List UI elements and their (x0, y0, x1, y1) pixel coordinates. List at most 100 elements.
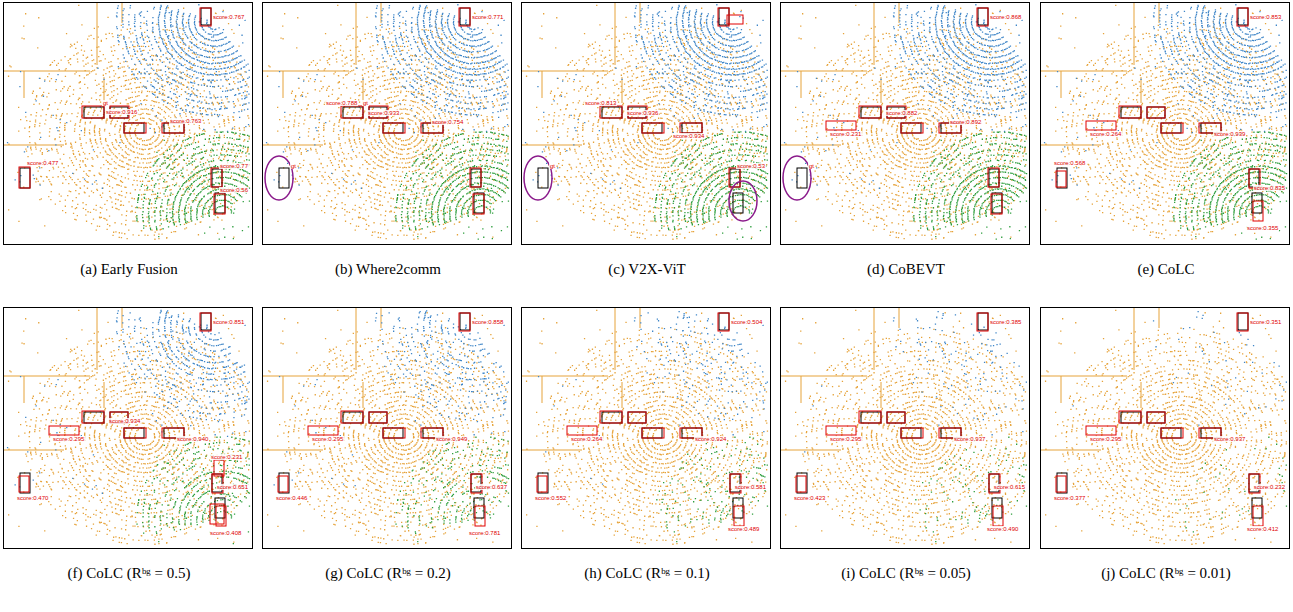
pred-box (600, 106, 622, 118)
pred-box (200, 8, 211, 26)
gt-box (201, 313, 211, 330)
pred-box (988, 168, 999, 187)
score-label: score:0.882 (885, 110, 918, 116)
pred-box (901, 123, 923, 133)
cav-points (136, 436, 250, 544)
score-label: gt (808, 163, 815, 169)
score-label: score:0.851 (212, 319, 245, 325)
pred-box (162, 123, 184, 133)
pred-box (1253, 201, 1263, 221)
building-outline (781, 3, 899, 145)
score-label: score:0.264 (1089, 131, 1122, 137)
cav-points (538, 311, 768, 485)
score-label: score:0.637 (475, 484, 508, 490)
result-panel: (i) CoLC (Rᵇᵍ = 0.05)score:0.385score:0.… (780, 307, 1030, 549)
score-label: score:0.937 (953, 436, 986, 442)
gt-box (20, 168, 30, 188)
score-label: score:0.858 (471, 319, 504, 325)
pred-box (383, 123, 405, 133)
gt-box (901, 428, 921, 438)
score-label: score:0.936 (626, 110, 659, 116)
gt-box (279, 168, 289, 188)
score-label: score:0.504 (730, 319, 763, 325)
score-label: score:0.351 (1249, 319, 1282, 325)
score-label: score:0.552 (534, 495, 567, 501)
pred-box (826, 121, 856, 130)
cav-points (656, 437, 768, 543)
gt-box (383, 123, 403, 133)
panel-caption: (g) CoLC (Rᵇᵍ = 0.2) (243, 564, 533, 582)
cav-points (136, 131, 250, 240)
score-label: score:0.295 (829, 436, 862, 442)
pred-box (826, 426, 856, 435)
pred-box (459, 8, 470, 26)
score-label: score:0.295 (311, 436, 344, 442)
panel-caption: (j) CoLC (Rᵇᵍ = 0.01) (1021, 564, 1293, 582)
cav-points (395, 131, 509, 240)
point-cloud (4, 3, 252, 244)
pred-box (1086, 426, 1116, 435)
score-label: score:0.232 (1253, 484, 1286, 490)
gt-box (279, 473, 289, 493)
score-label: score:0.949 (435, 436, 468, 442)
building-outline (1041, 308, 1159, 450)
gt-box (124, 428, 144, 438)
ego-points (267, 310, 509, 545)
gt-box (1161, 428, 1181, 438)
score-label: score:0.581 (734, 484, 767, 490)
score-label: score:0.651 (216, 484, 249, 490)
ego-points (785, 5, 1027, 240)
score-label: score:0.385 (989, 319, 1022, 325)
pred-box (567, 426, 597, 435)
miss-marker (783, 156, 811, 200)
gt-box (642, 428, 662, 438)
gt-box (84, 107, 104, 118)
cav-points (654, 131, 768, 240)
gt-box (343, 107, 363, 118)
result-panel: (b) Where2commscore:0.788gtscore:0.933sc… (262, 2, 512, 245)
score-label: score:0.77 (219, 163, 249, 169)
result-panel: (d) CoBEVTscore:0.231score:0.882score:0.… (780, 2, 1030, 245)
score-label: gt (362, 100, 369, 106)
score-label: gt (549, 163, 556, 169)
score-label: score:0.934 (672, 133, 705, 139)
gt-box (797, 473, 807, 493)
pred-box (1056, 171, 1066, 187)
pred-box (124, 123, 146, 133)
cav-points (913, 131, 1027, 240)
panel-caption: (f) CoLC (Rᵇᵍ = 0.5) (0, 564, 274, 582)
score-label: score:0.56 (219, 187, 249, 193)
result-panel: (h) CoLC (Rᵇᵍ = 0.1)score:0.504score:0.2… (521, 307, 771, 549)
score-label: score:0.412 (1246, 526, 1279, 532)
cav-points (1173, 131, 1287, 240)
score-label: score:0.408 (209, 530, 242, 536)
pred-box (124, 428, 146, 438)
score-label: score:0.446 (275, 495, 308, 501)
pred-box (859, 106, 881, 118)
point-cloud (263, 308, 511, 548)
pred-box (734, 506, 744, 526)
result-panel: (j) CoLC (Rᵇᵍ = 0.01)score:0.351score:0.… (1040, 307, 1290, 549)
cav-points (915, 437, 1027, 543)
pred-box (19, 476, 29, 492)
pred-box (1147, 107, 1165, 118)
score-label: score:0.892 (949, 119, 982, 125)
score-label: score:0.489 (727, 526, 760, 532)
pred-box (383, 428, 405, 438)
score-label: score:0.470 (16, 495, 49, 501)
gt-box (124, 123, 144, 133)
panel-caption: (b) Where2comm (243, 260, 533, 278)
point-cloud (1041, 308, 1289, 548)
pred-box (475, 506, 485, 526)
pred-box (210, 504, 224, 524)
gt-box (602, 107, 622, 118)
pred-box (901, 428, 923, 438)
score-label: score:0.490 (986, 526, 1019, 532)
gt-box (201, 8, 211, 25)
score-label: score:0.763 (169, 118, 202, 124)
score-label: score:0.295 (1089, 436, 1122, 442)
pred-box (991, 194, 1002, 214)
cav-points (274, 310, 510, 486)
score-label: score:0.813 (584, 100, 617, 106)
panel-caption: (a) Early Fusion (0, 260, 274, 278)
